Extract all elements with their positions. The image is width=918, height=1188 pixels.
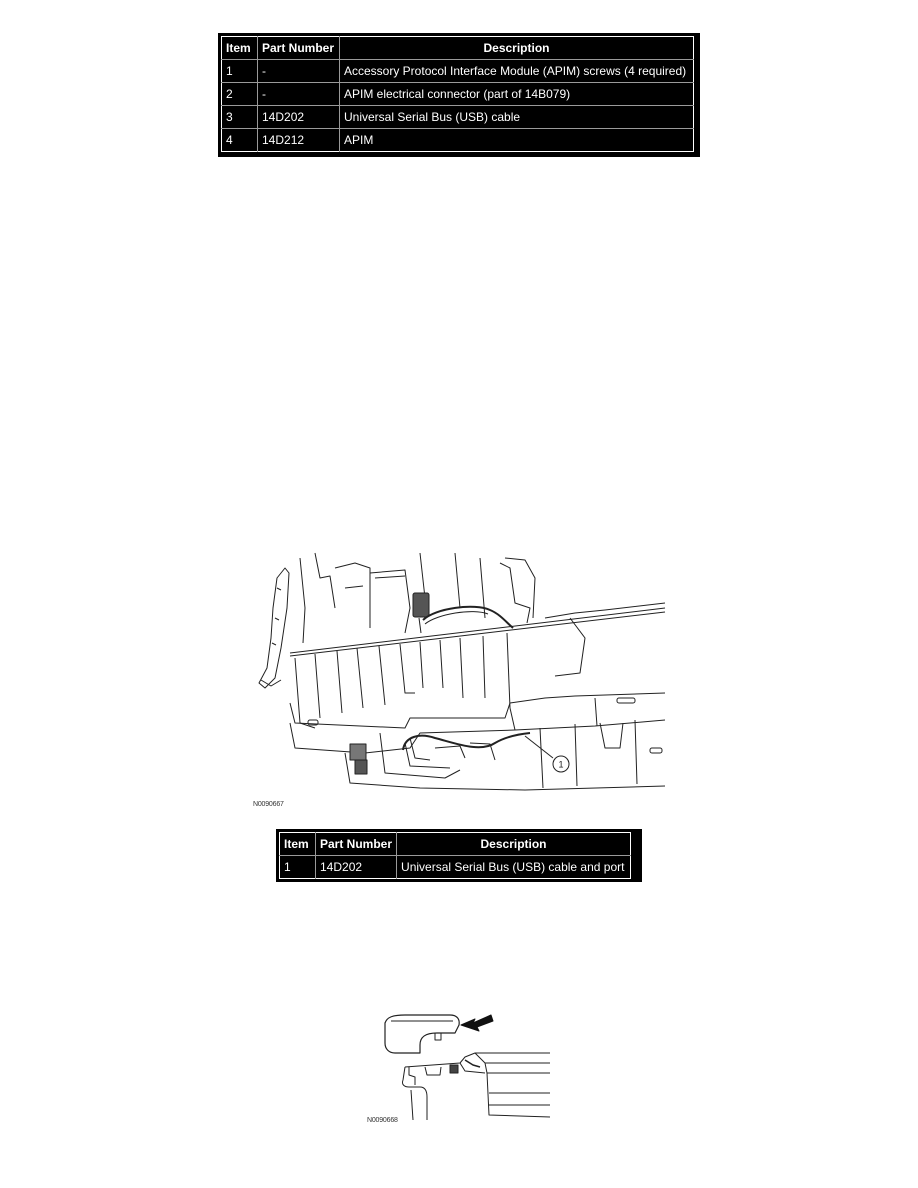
table-row: 2 - APIM electrical connector (part of 1… bbox=[221, 82, 694, 106]
table-header-row: Item Part Number Description bbox=[279, 832, 631, 856]
line-art-illustration: 1 bbox=[258, 552, 666, 791]
column-header-description: Description bbox=[396, 832, 631, 856]
table-row: 3 14D202 Universal Serial Bus (USB) cabl… bbox=[221, 105, 694, 129]
cell-item: 1 bbox=[221, 59, 258, 83]
cell-part-number: 14D202 bbox=[257, 105, 340, 129]
parts-table-2: Item Part Number Description 1 14D202 Un… bbox=[276, 829, 642, 882]
cell-description: Universal Serial Bus (USB) cable bbox=[339, 105, 694, 129]
table-row: 4 14D212 APIM bbox=[222, 128, 694, 152]
cell-description: APIM bbox=[339, 128, 694, 152]
cell-description: Universal Serial Bus (USB) cable and por… bbox=[396, 855, 631, 879]
column-header-item: Item bbox=[221, 36, 258, 60]
cell-part-number: 14D212 bbox=[257, 128, 340, 152]
figure-usb-cable-location: 1 bbox=[245, 548, 670, 798]
figure-usb-bezel-removal bbox=[365, 1005, 555, 1120]
table-header-row: Item Part Number Description bbox=[221, 36, 694, 60]
cell-part-number: - bbox=[257, 82, 340, 106]
cell-item: 1 bbox=[284, 860, 291, 874]
column-header-item: Item bbox=[279, 832, 316, 856]
cell-item: 2 bbox=[221, 82, 258, 106]
figure-label-1: N0090667 bbox=[253, 801, 284, 808]
callout-1: 1 bbox=[558, 760, 563, 770]
table-row: 1 14D202 Universal Serial Bus (USB) cabl… bbox=[280, 855, 631, 879]
cell-item: 4 bbox=[226, 133, 233, 147]
column-header-description: Description bbox=[339, 36, 694, 60]
table-row: 1 - Accessory Protocol Interface Module … bbox=[221, 59, 694, 83]
parts-table-2-grid: Item Part Number Description 1 14D202 Un… bbox=[279, 832, 631, 879]
parts-table-1: Item Part Number Description 1 - Accesso… bbox=[218, 33, 700, 157]
cell-part-number: 14D202 bbox=[314, 855, 397, 879]
column-header-part-number: Part Number bbox=[314, 832, 397, 856]
column-header-part-number: Part Number bbox=[257, 36, 340, 60]
cell-description: APIM electrical connector (part of 14B07… bbox=[339, 82, 694, 106]
cell-part-number: - bbox=[257, 59, 340, 83]
cell-item: 3 bbox=[221, 105, 258, 129]
line-art-illustration bbox=[384, 1014, 551, 1120]
cell-description: Accessory Protocol Interface Module (API… bbox=[339, 59, 694, 83]
figure-label-2: N0090668 bbox=[367, 1117, 398, 1124]
parts-table-1-grid: Item Part Number Description 1 - Accesso… bbox=[221, 36, 694, 152]
